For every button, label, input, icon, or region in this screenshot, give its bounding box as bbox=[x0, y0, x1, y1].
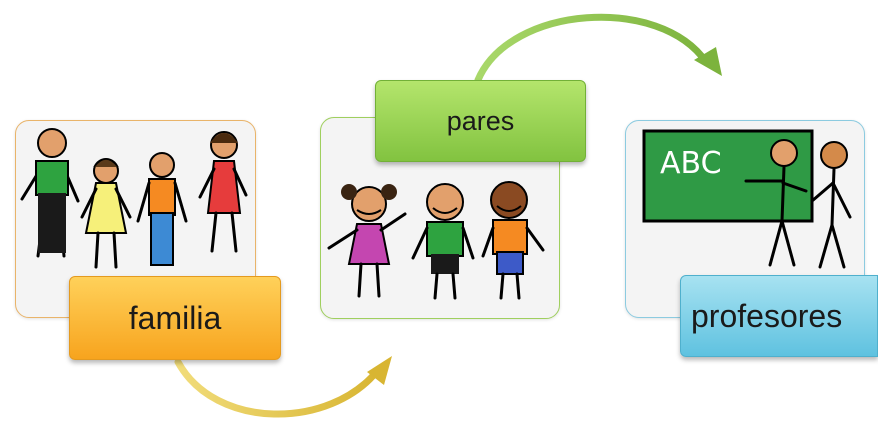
teachers-illustration: ABC bbox=[642, 129, 852, 269]
card-familia bbox=[15, 120, 256, 318]
label-pares: pares bbox=[375, 80, 586, 162]
label-profesores: profesores bbox=[680, 275, 878, 357]
peers-illustration bbox=[327, 181, 545, 300]
arrow-pares-to-profesores bbox=[474, 13, 722, 84]
family-illustration bbox=[20, 128, 248, 269]
label-familia: familia bbox=[69, 276, 281, 360]
board-text: ABC bbox=[660, 146, 722, 181]
arrow-familia-to-pares bbox=[174, 356, 392, 418]
